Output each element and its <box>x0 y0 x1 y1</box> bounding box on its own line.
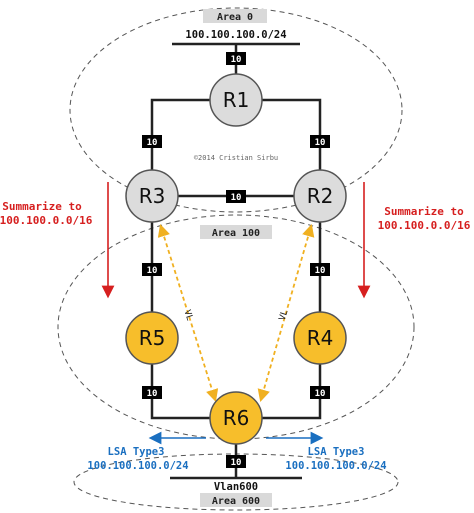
area0-label: Area 0 <box>217 12 253 23</box>
router-r1[interactable]: R1 <box>209 73 263 127</box>
link-r5-r6 <box>150 362 210 420</box>
router-r5-label: R5 <box>139 326 166 350</box>
link-r1-r2 <box>262 98 322 180</box>
summarize-right-line1: Summarize to <box>384 205 464 218</box>
virtual-link-right <box>257 223 315 403</box>
svg-text:10: 10 <box>315 138 326 148</box>
svg-text:10: 10 <box>147 266 158 276</box>
router-r6[interactable]: R6 <box>209 391 263 445</box>
area100-label-bg <box>200 225 272 239</box>
router-r5[interactable]: R5 <box>125 311 179 365</box>
link-r1-r3 <box>150 98 210 180</box>
cost-r1-r3: 10 <box>142 135 162 148</box>
virtual-link-left <box>157 223 219 403</box>
svg-text:10: 10 <box>315 389 326 399</box>
area600-label: Area 600 <box>212 496 260 507</box>
cost-r6-vlan: 10 <box>226 455 246 468</box>
router-r4-label: R4 <box>307 326 334 350</box>
cost-top-network-r1: 10 <box>226 52 246 65</box>
summarize-right-line2: 100.100.0.0/16 <box>378 219 471 232</box>
svg-text:10: 10 <box>147 389 158 399</box>
copyright-text: ©2014 Cristian Sirbu <box>194 154 278 162</box>
svg-text:10: 10 <box>147 138 158 148</box>
router-r4[interactable]: R4 <box>293 311 347 365</box>
cost-r4-r6: 10 <box>310 386 330 399</box>
cost-r1-r2: 10 <box>310 135 330 148</box>
area600-label-bg <box>200 493 272 507</box>
cost-r5-r6: 10 <box>142 386 162 399</box>
area100-label: Area 100 <box>212 228 260 239</box>
svg-text:10: 10 <box>231 193 242 203</box>
virtual-link-right-label: VL <box>278 309 291 322</box>
router-r2-label: R2 <box>307 184 334 208</box>
area0-label-bg <box>203 9 267 23</box>
svg-text:10: 10 <box>231 458 242 468</box>
virtual-link-left-label: VL <box>181 309 194 322</box>
summarize-left-line2: 100.100.0.0/16 <box>0 214 93 227</box>
router-r1-label: R1 <box>223 88 250 112</box>
cost-r3-r2: 10 <box>226 190 246 203</box>
lsa-left-line1: LSA Type3 <box>108 446 165 458</box>
area0-boundary <box>69 7 403 213</box>
summarize-left-line1: Summarize to <box>2 200 82 213</box>
link-r4-r6 <box>262 362 322 420</box>
vlan600-label: Vlan600 <box>214 481 258 493</box>
cost-r2-r4: 10 <box>310 263 330 276</box>
svg-text:10: 10 <box>231 55 242 65</box>
lsa-right-line1: LSA Type3 <box>308 446 365 458</box>
router-r6-label: R6 <box>223 406 250 430</box>
top-network-label: 100.100.100.0/24 <box>185 29 286 41</box>
lsa-left-line2: 100.100.100.0/24 <box>87 460 188 472</box>
svg-text:10: 10 <box>315 266 326 276</box>
area100-boundary <box>57 214 415 440</box>
router-r2[interactable]: R2 <box>293 169 347 223</box>
router-r3-label: R3 <box>139 184 166 208</box>
lsa-right-line2: 100.100.100.0/24 <box>285 460 386 472</box>
cost-r3-r5: 10 <box>142 263 162 276</box>
router-r3[interactable]: R3 <box>125 169 179 223</box>
